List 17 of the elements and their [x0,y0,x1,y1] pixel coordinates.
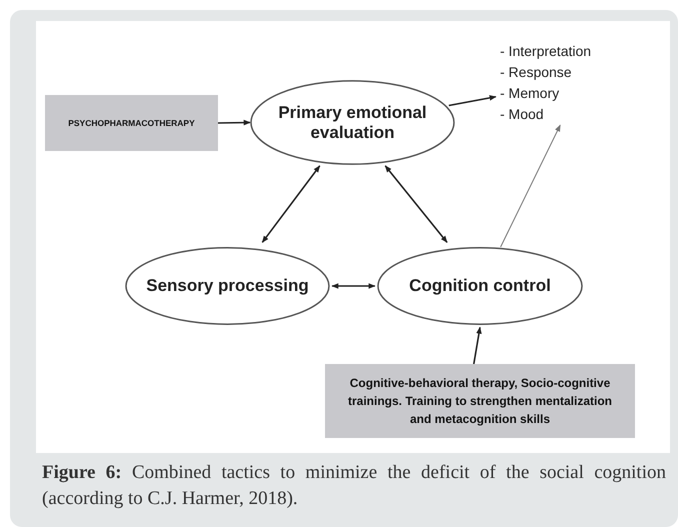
arrow [262,165,320,243]
therapy-box: PSYCHOPHARMACOTHERAPY [45,95,218,151]
arrow [218,120,251,126]
process-ellipse: Primary emotional evaluation [250,80,455,165]
therapy-box: Cognitive-behavioral therapy, Socio-cognitive trainings. Training to strengthen mentalization and metacognition skills [325,364,635,438]
arrow [331,283,376,289]
figure-caption: Figure 6: Combined tactics to minimize the deficit of the social cognition (according to C.J. Harmer, 2018). [42,461,666,511]
list-item: - Mood [500,105,544,124]
list-item: - Response [500,63,572,82]
arrow [500,124,561,248]
process-ellipse: Cognition control [377,247,583,325]
process-ellipse: Sensory processing [125,247,330,325]
arrow [384,165,448,243]
arrow [473,326,482,364]
list-item: - Interpretation [500,42,592,61]
list-item: - Memory [500,84,560,103]
arrow [448,95,496,106]
